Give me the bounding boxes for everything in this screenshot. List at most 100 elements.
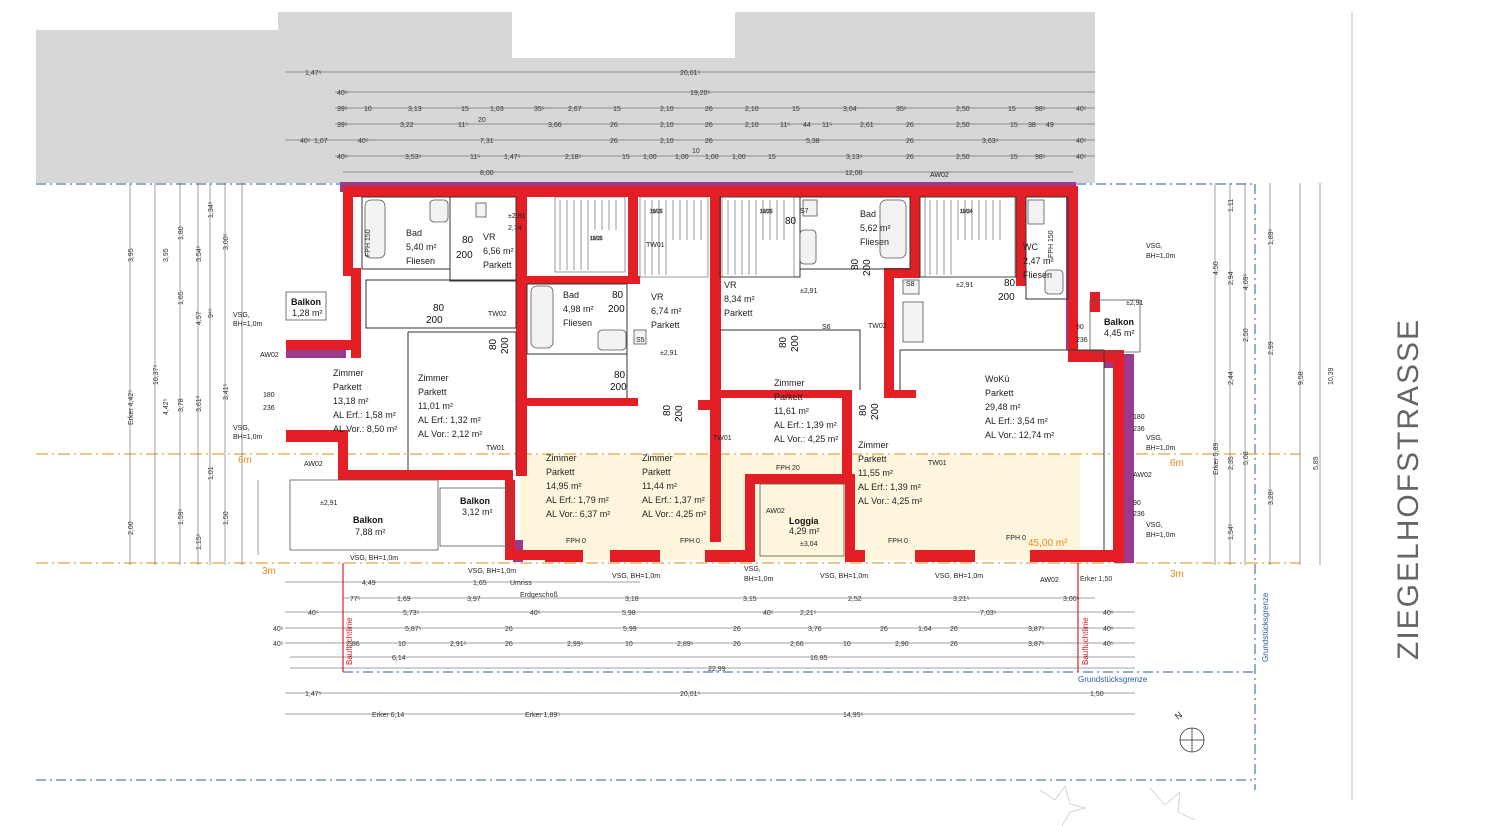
svg-text:90: 90 [1133,500,1141,507]
svg-text:AL Vor.: 4,25 m²: AL Vor.: 4,25 m² [858,496,922,506]
svg-text:Parkett: Parkett [985,388,1014,398]
svg-text:AW02: AW02 [766,508,785,515]
svg-text:11,01 m²: 11,01 m² [418,401,453,411]
svg-text:200: 200 [610,382,627,393]
svg-text:±2,91: ±2,91 [1126,300,1144,307]
dims-bottom-row7: 1,47⁵ 20,01⁵ 1,50 [305,691,1104,698]
svg-text:2,74: 2,74 [508,225,522,232]
svg-text:BH=1,0m: BH=1,0m [1146,445,1176,452]
svg-text:FPH 150: FPH 150 [365,229,372,257]
svg-text:44: 44 [803,122,811,129]
room-zimmer-2: Zimmer Parkett 11,01 m² AL Erf.: 1,32 m²… [418,373,482,439]
svg-text:236: 236 [1133,511,1145,518]
svg-text:200: 200 [998,292,1015,303]
svg-text:±2,91: ±2,91 [320,500,338,507]
dims-top-row2: 40⁵ 19,20⁵ [337,90,711,97]
svg-text:13,18 m²: 13,18 m² [333,396,369,406]
svg-text:Loggia: Loggia [789,516,819,526]
svg-text:4,29 m²: 4,29 m² [789,526,820,536]
svg-text:AL Erf.: 1,39 m²: AL Erf.: 1,39 m² [858,482,921,492]
svg-text:200: 200 [608,304,625,315]
svg-text:Bad: Bad [860,209,876,219]
svg-text:200: 200 [862,259,873,276]
svg-text:19/24: 19/24 [960,209,973,215]
svg-text:3,53⁵: 3,53⁵ [405,154,422,161]
svg-text:26: 26 [505,626,513,633]
svg-text:14,95⁵: 14,95⁵ [843,712,864,719]
svg-text:26: 26 [610,122,618,129]
svg-text:±2,91: ±2,91 [508,213,526,220]
dims-left: 3,95 10,37⁵ Erker 4,42⁵ 2,00 3,95 1,80 1… [128,201,230,550]
svg-text:39⁵: 39⁵ [337,122,348,129]
svg-text:VSG,: VSG, [1146,243,1163,250]
svg-text:3,76: 3,76 [808,626,822,633]
room-balkon-4: Balkon 3,12 m² [460,496,493,517]
svg-text:80: 80 [850,258,861,270]
svg-text:S7: S7 [800,208,809,215]
svg-text:40⁵: 40⁵ [337,90,348,97]
svg-text:FPH 0: FPH 0 [888,538,908,545]
balcony-outlines [285,291,1141,557]
svg-text:80: 80 [785,216,797,227]
svg-text:VSG,: VSG, [233,312,250,319]
svg-text:80: 80 [662,404,673,416]
street-name: ZIEGELHOFSTRASSE [1392,318,1425,660]
svg-text:AL Vor.: 8,50 m²: AL Vor.: 8,50 m² [333,424,397,434]
svg-text:1,00: 1,00 [643,154,657,161]
svg-text:3,54⁵: 3,54⁵ [196,245,203,262]
svg-text:4,09⁵: 4,09⁵ [1243,273,1250,290]
svg-text:2,66: 2,66 [790,641,804,648]
door-dimensions-vertical: 80 200 80 200 80 200 80 200 80 200 [488,258,881,422]
svg-text:6,56 m²: 6,56 m² [483,246,514,256]
svg-text:Balkon: Balkon [353,515,383,525]
svg-text:1,03: 1,03 [490,106,504,113]
svg-text:11,44 m²: 11,44 m² [642,481,677,491]
svg-text:2,52: 2,52 [848,596,862,603]
svg-text:Parkett: Parkett [724,308,753,318]
svg-text:5,08: 5,08 [1243,451,1250,465]
svg-text:10: 10 [364,106,372,113]
svg-text:2,10: 2,10 [660,106,674,113]
svg-text:AL Vor.: 2,12 m²: AL Vor.: 2,12 m² [418,429,482,439]
room-vr-2: VR 6,74 m² Parkett [651,292,682,330]
dims-top-row3: 39⁵ 10 3,13 15 1,03 35⁵ 2,67 15 2,10 26 … [337,106,1087,113]
svg-text:3,87⁵: 3,87⁵ [1028,641,1045,648]
svg-text:22,99: 22,99 [708,666,726,673]
svg-text:10,39: 10,39 [1328,367,1335,385]
svg-text:Balkon: Balkon [1104,317,1134,327]
svg-text:15: 15 [461,106,469,113]
dims-top-section: 8,00 12,00 [480,170,863,177]
svg-text:40⁵: 40⁵ [763,610,774,617]
svg-text:1,69: 1,69 [397,596,411,603]
svg-text:VSG,: VSG, [1146,522,1163,529]
svg-text:10,37⁵: 10,37⁵ [153,364,160,385]
svg-text:BH=1,0m: BH=1,0m [1146,532,1176,539]
svg-text:40⁵: 40⁵ [358,138,369,145]
room-bad-3: Bad 5,62 m² Fliesen [860,209,891,247]
svg-text:26: 26 [705,106,713,113]
svg-text:S5: S5 [636,337,645,344]
svg-text:80: 80 [612,290,624,301]
svg-text:5,40 m²: 5,40 m² [406,242,437,252]
svg-text:1,89⁵: 1,89⁵ [1268,228,1275,245]
svg-text:2,00: 2,00 [128,521,135,535]
svg-text:4,49: 4,49 [362,580,376,587]
svg-text:Erker 1,89⁵: Erker 1,89⁵ [525,712,560,719]
svg-text:26: 26 [906,122,914,129]
room-bad-1: Bad 5,40 m² Fliesen [406,228,437,266]
svg-text:26: 26 [950,641,958,648]
svg-text:AW02: AW02 [1040,577,1059,584]
svg-text:AW02: AW02 [304,461,323,468]
svg-text:Zimmer: Zimmer [858,440,889,450]
svg-text:4,42⁵: 4,42⁵ [163,398,170,415]
dims-right: 4,50 10,39 9,58 5,89 1,11 1,89⁵ 4,09⁵ 2,… [1213,199,1335,540]
svg-text:AW02: AW02 [260,352,279,359]
svg-text:20: 20 [478,117,486,124]
svg-text:Erker 4,42⁵: Erker 4,42⁵ [128,390,135,425]
svg-text:2,10: 2,10 [660,138,674,145]
svg-text:80: 80 [858,404,869,416]
decorative-stars [1039,785,1196,826]
svg-text:39⁵: 39⁵ [337,106,348,113]
north-label: N [1173,710,1184,722]
svg-text:19/25: 19/25 [650,209,663,215]
